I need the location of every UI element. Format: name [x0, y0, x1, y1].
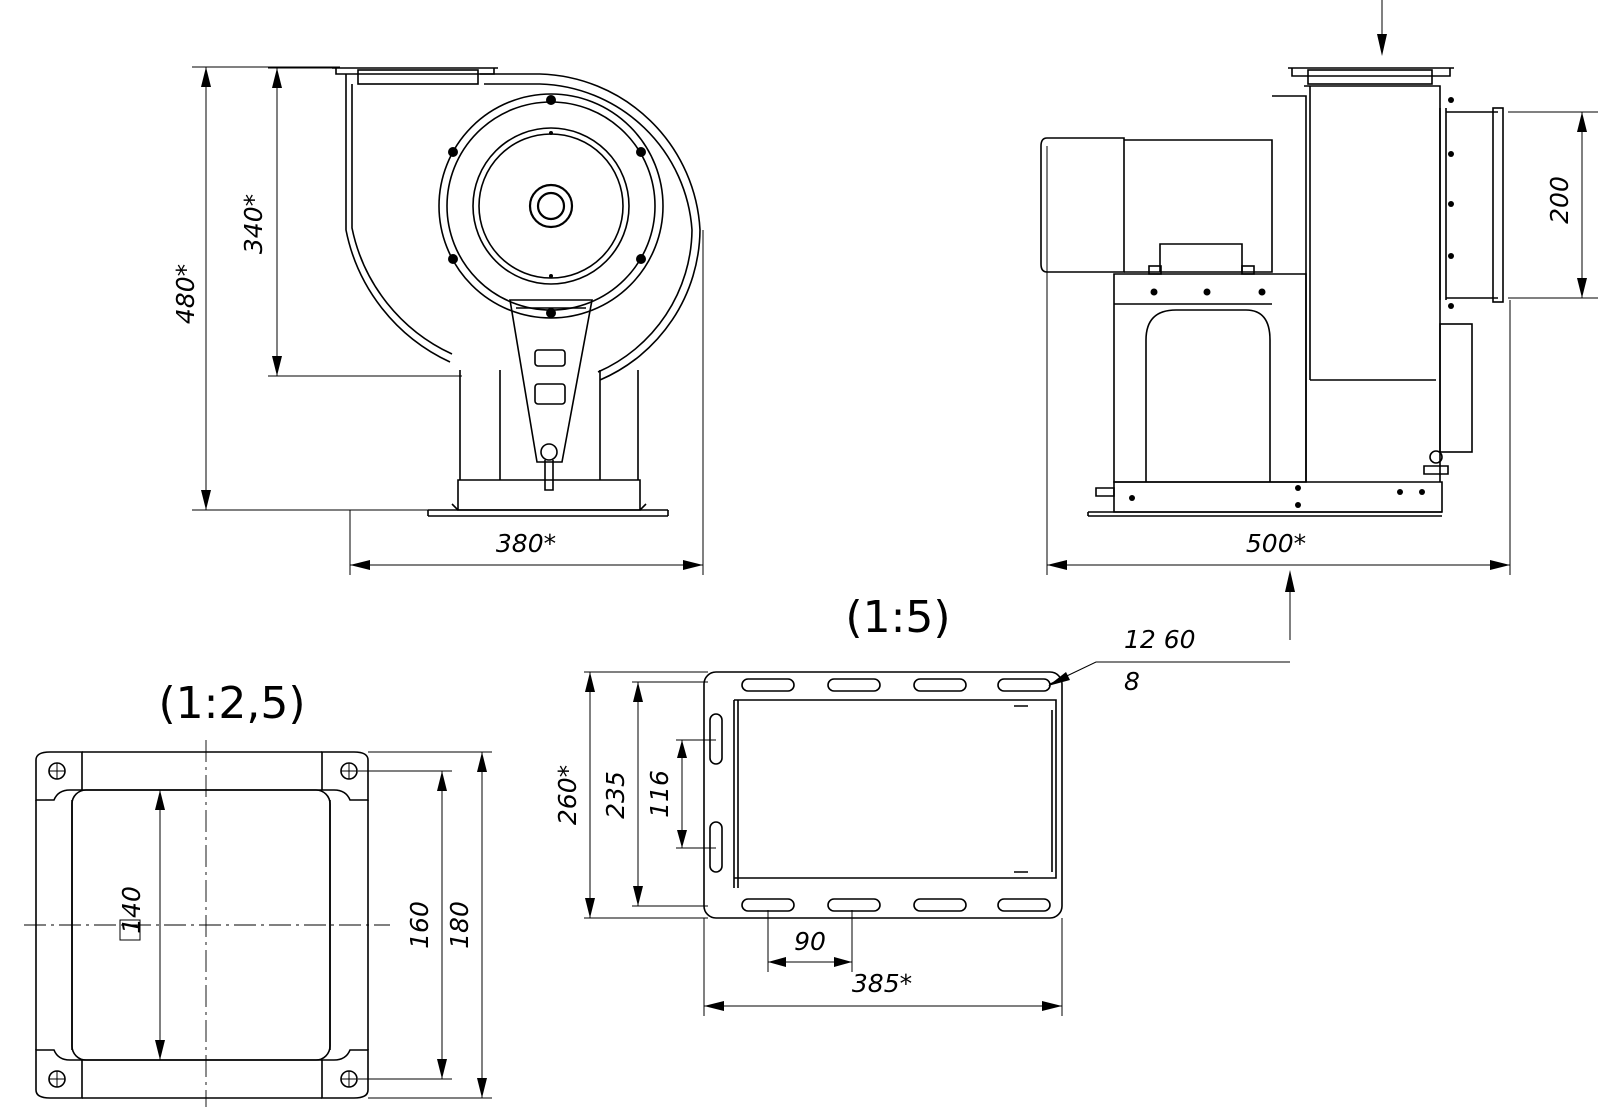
dim-480: 480*	[171, 264, 200, 324]
dim-380: 380*	[496, 529, 556, 558]
dim-385: 385*	[852, 969, 912, 998]
side-view	[1040, 67, 1504, 517]
dim-140: 140	[117, 886, 146, 934]
dim-116: 116	[645, 770, 674, 818]
dim-260: 260*	[553, 765, 582, 825]
dim-160: 160	[405, 901, 434, 949]
dim-180: 180	[445, 901, 474, 949]
dim-500: 500*	[1246, 529, 1306, 558]
front-view-dimensions: 480* 340* 380*	[171, 66, 704, 575]
front-view	[332, 67, 701, 517]
side-view-dimensions: 500* 200	[1046, 0, 1598, 640]
slot-note-bottom: 8	[1124, 667, 1140, 696]
base-scale-label: (1:5)	[845, 592, 950, 643]
flange-view: (1:2,5)	[24, 678, 390, 1107]
base-view: (1:5)	[703, 592, 1063, 919]
dim-200: 200	[1545, 176, 1574, 224]
slot-note-top: 12 60	[1124, 625, 1196, 654]
flange-view-dimensions: 140 160 180	[117, 751, 492, 1099]
flange-scale-label: (1:2,5)	[158, 678, 305, 729]
base-view-dimensions: 260* 235 116 90 385* 12 60 8	[553, 625, 1290, 1016]
dim-90: 90	[794, 927, 826, 956]
dim-235: 235	[601, 771, 630, 819]
dim-340: 340*	[239, 194, 268, 254]
